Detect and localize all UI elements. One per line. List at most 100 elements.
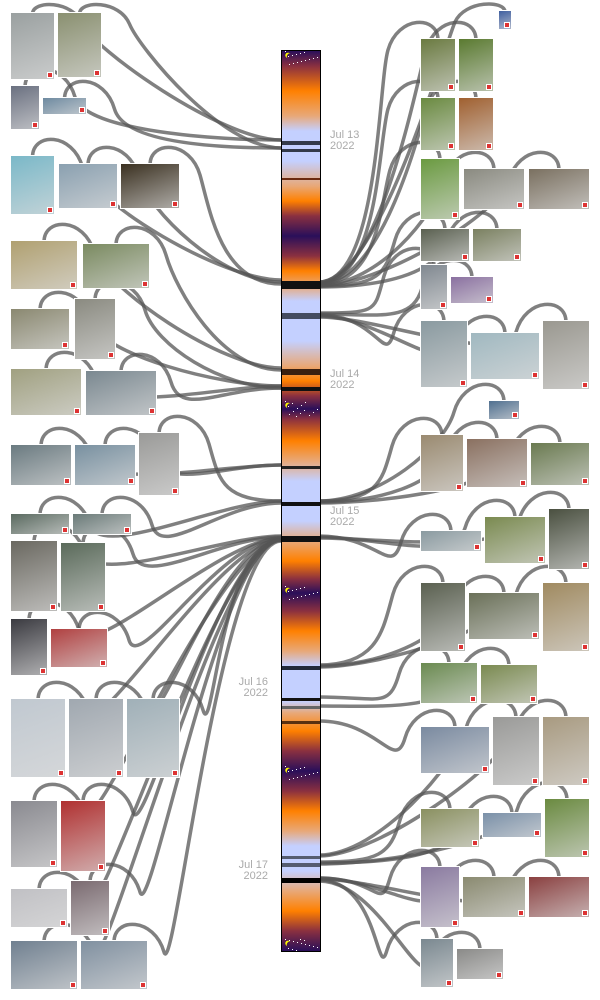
photo-time-band[interactable]: [282, 856, 320, 859]
photo-thumbnail-left-1[interactable]: [10, 12, 55, 80]
photo-thumbnail-left-3[interactable]: [10, 85, 40, 130]
photo-thumbnail-right-23[interactable]: [420, 582, 466, 652]
photo-thumbnail-right-6[interactable]: [420, 158, 460, 220]
photo-thumbnail-right-13[interactable]: [420, 320, 468, 388]
photo-thumbnail-left-13[interactable]: [85, 370, 157, 416]
photo-thumbnail-right-31[interactable]: [420, 808, 480, 848]
photo-thumbnail-left-8[interactable]: [10, 240, 78, 290]
photo-link-curve: [77, 536, 282, 648]
photo-thumbnail-right-12[interactable]: [450, 276, 494, 304]
photo-thumbnail-left-29[interactable]: [70, 880, 110, 936]
photo-thumbnail-right-15[interactable]: [542, 320, 590, 390]
photo-thumbnail-right-11[interactable]: [420, 264, 448, 310]
photo-time-band[interactable]: [282, 281, 320, 289]
date-year: 2022: [330, 516, 355, 528]
photo-thumbnail-right-37[interactable]: [420, 938, 454, 988]
photo-thumbnail-left-18[interactable]: [72, 513, 132, 535]
photo-marker-icon: [532, 632, 538, 638]
star: [297, 62, 298, 63]
photo-thumbnail-right-10[interactable]: [472, 228, 522, 262]
photo-thumbnail-left-15[interactable]: [74, 444, 136, 486]
photo-thumbnail-right-28[interactable]: [420, 726, 490, 774]
photo-thumbnail-left-23[interactable]: [10, 698, 66, 778]
photo-thumbnail-left-21[interactable]: [10, 618, 48, 676]
photo-marker-icon: [496, 972, 502, 978]
photo-time-band[interactable]: [282, 466, 320, 469]
photo-thumbnail-left-11[interactable]: [74, 298, 116, 360]
photo-thumbnail-left-30[interactable]: [10, 940, 78, 990]
photo-time-band[interactable]: [282, 141, 320, 145]
photo-thumbnail-right-8[interactable]: [528, 168, 590, 210]
star: [293, 63, 294, 64]
photo-thumbnail-left-6[interactable]: [58, 163, 118, 209]
photo-time-band[interactable]: [282, 698, 320, 701]
photo-thumbnail-right-16[interactable]: [488, 400, 520, 420]
photo-thumbnail-right-25[interactable]: [542, 582, 590, 652]
photo-time-band[interactable]: [282, 666, 320, 670]
star: [317, 592, 318, 593]
photo-thumbnail-left-9[interactable]: [82, 243, 150, 289]
date-year: 2022: [330, 379, 355, 391]
photo-thumbnail-left-5[interactable]: [10, 155, 55, 215]
timeline-bar[interactable]: [281, 50, 321, 952]
photo-thumbnail-right-36[interactable]: [528, 876, 590, 918]
photo-thumbnail-right-35[interactable]: [462, 876, 526, 918]
photo-thumbnail-right-34[interactable]: [420, 866, 460, 928]
photo-thumbnail-right-4[interactable]: [420, 97, 456, 151]
photo-thumbnail-left-26[interactable]: [10, 800, 58, 868]
photo-thumbnail-left-25[interactable]: [126, 698, 180, 778]
photo-thumbnail-right-33[interactable]: [544, 798, 590, 858]
photo-time-band[interactable]: [282, 369, 320, 375]
photo-time-band[interactable]: [282, 863, 320, 867]
photo-time-band[interactable]: [282, 536, 320, 542]
photo-marker-icon: [582, 478, 588, 484]
photo-thumbnail-right-2[interactable]: [420, 38, 456, 92]
photo-thumbnail-right-3[interactable]: [458, 38, 494, 92]
photo-thumbnail-right-27[interactable]: [480, 664, 538, 704]
photo-thumbnail-left-28[interactable]: [10, 888, 68, 928]
photo-thumbnail-right-14[interactable]: [470, 332, 540, 380]
photo-thumbnail-left-12[interactable]: [10, 368, 82, 416]
photo-time-band[interactable]: [282, 502, 320, 506]
photo-thumbnail-left-19[interactable]: [10, 540, 58, 612]
photo-thumbnail-right-30[interactable]: [542, 716, 590, 786]
photo-thumbnail-left-22[interactable]: [50, 628, 108, 668]
photo-thumbnail-right-20[interactable]: [420, 530, 482, 552]
photo-thumbnail-right-18[interactable]: [466, 438, 528, 488]
photo-thumbnail-left-20[interactable]: [60, 542, 106, 612]
photo-thumbnail-right-9[interactable]: [420, 228, 470, 262]
photo-time-band[interactable]: [282, 706, 320, 709]
photo-time-band[interactable]: [282, 149, 320, 152]
photo-thumbnail-right-26[interactable]: [420, 662, 478, 704]
photo-marker-icon: [60, 920, 66, 926]
photo-thumbnail-left-7[interactable]: [120, 163, 180, 209]
photo-thumbnail-left-14[interactable]: [10, 444, 72, 486]
photo-thumbnail-left-24[interactable]: [68, 698, 124, 778]
photo-thumbnail-right-21[interactable]: [484, 516, 546, 564]
photo-time-band[interactable]: [282, 721, 320, 724]
photo-thumbnail-right-19[interactable]: [530, 442, 590, 486]
photo-thumbnail-left-10[interactable]: [10, 308, 70, 350]
photo-thumbnail-right-5[interactable]: [458, 97, 494, 151]
photo-time-band[interactable]: [282, 878, 320, 883]
photo-thumbnail-right-24[interactable]: [468, 592, 540, 640]
photo-time-band[interactable]: [282, 313, 320, 319]
photo-thumbnail-left-4[interactable]: [42, 97, 87, 115]
photo-thumbnail-right-22[interactable]: [548, 508, 590, 570]
photo-thumbnail-left-16[interactable]: [138, 432, 180, 496]
photo-time-band[interactable]: [282, 387, 320, 391]
photo-marker-icon: [100, 660, 106, 666]
photo-thumbnail-right-1[interactable]: [498, 10, 512, 30]
photo-thumbnail-right-29[interactable]: [492, 716, 540, 786]
photo-time-band[interactable]: [282, 178, 320, 180]
photo-thumbnail-right-7[interactable]: [463, 168, 525, 210]
photo-thumbnail-right-17[interactable]: [420, 434, 464, 492]
photo-thumbnail-left-31[interactable]: [80, 940, 148, 990]
photo-thumbnail-right-38[interactable]: [456, 948, 504, 980]
photo-thumbnail-left-27[interactable]: [60, 800, 106, 872]
photo-thumbnail-right-32[interactable]: [482, 812, 542, 838]
star: [285, 586, 286, 587]
photo-thumbnail-left-17[interactable]: [10, 513, 70, 535]
photo-thumbnail-left-2[interactable]: [57, 12, 102, 78]
